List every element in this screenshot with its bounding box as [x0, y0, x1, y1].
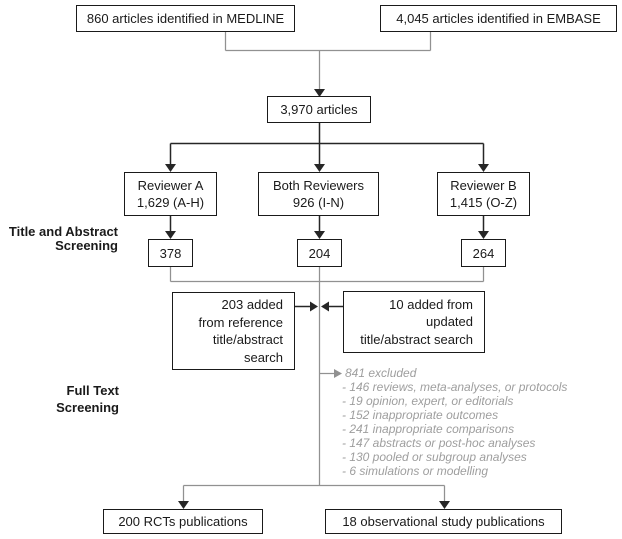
arrow-down-icon	[478, 231, 489, 239]
arrow-down-icon	[439, 501, 450, 509]
reviewer-to-count-line	[169, 216, 485, 232]
reviewer-a-box: Reviewer A 1,629 (A-H)	[124, 172, 217, 216]
exclusion-item: - 6 simulations or modelling	[342, 464, 489, 478]
arrow-right-icon	[334, 369, 342, 378]
medline-source-box: 860 articles identified in MEDLINE	[76, 5, 295, 32]
reviewer-a-screened-box: 378	[148, 239, 193, 267]
exclusion-item: - 130 pooled or subgroup analyses	[342, 450, 527, 464]
embase-source-box: 4,045 articles identified in EMBASE	[380, 5, 617, 32]
exclusion-item: - 147 abstracts or post-hoc analyses	[342, 436, 536, 450]
full-text-exclusions-list: 841 excluded - 146 reviews, meta-analyse…	[342, 366, 618, 478]
exclusion-item: - 241 inappropriate comparisons	[342, 422, 515, 436]
both-reviewers-screened-box: 204	[297, 239, 342, 267]
reviewer-split-line	[169, 123, 485, 165]
exclusions-header: 841 excluded	[345, 366, 417, 380]
arrow-right-icon	[310, 301, 318, 312]
reviewer-b-box: Reviewer B 1,415 (O-Z)	[437, 172, 530, 216]
full-text-screening-label: Full Text Screening	[56, 383, 119, 415]
both-reviewers-box: Both Reviewers 926 (I-N)	[258, 172, 379, 216]
count-merge-line	[169, 267, 485, 283]
exclusion-item: - 152 inappropriate outcomes	[342, 408, 499, 422]
outcome-split-line	[182, 484, 446, 501]
arrow-down-icon	[165, 164, 176, 172]
arrow-down-icon	[314, 89, 325, 97]
exclusion-item: - 146 reviews, meta-analyses, or protoco…	[342, 380, 568, 394]
black-arrowheads	[165, 89, 489, 509]
added-from-updated-search-box: 10 added from updated title/abstract sea…	[343, 291, 485, 353]
arrow-down-icon	[478, 164, 489, 172]
rct-publications-box: 200 RCTs publications	[103, 509, 263, 534]
reviewer-b-screened-box: 264	[461, 239, 506, 267]
arrow-left-icon	[321, 301, 329, 312]
gray-arrowheads	[334, 369, 342, 378]
combined-articles-box: 3,970 articles	[267, 96, 371, 123]
top-merge-line	[224, 32, 432, 90]
arrow-down-icon	[178, 501, 189, 509]
arrow-down-icon	[314, 231, 325, 239]
exclusion-item: - 19 opinion, expert, or editorials	[342, 394, 514, 408]
arrow-down-icon	[165, 231, 176, 239]
added-from-reference-box: 203 added from reference title/abstract …	[172, 292, 295, 370]
observational-publications-box: 18 observational study publications	[325, 509, 562, 534]
title-abstract-screening-label: Title and Abstract Screening	[8, 224, 118, 253]
arrow-down-icon	[314, 164, 325, 172]
